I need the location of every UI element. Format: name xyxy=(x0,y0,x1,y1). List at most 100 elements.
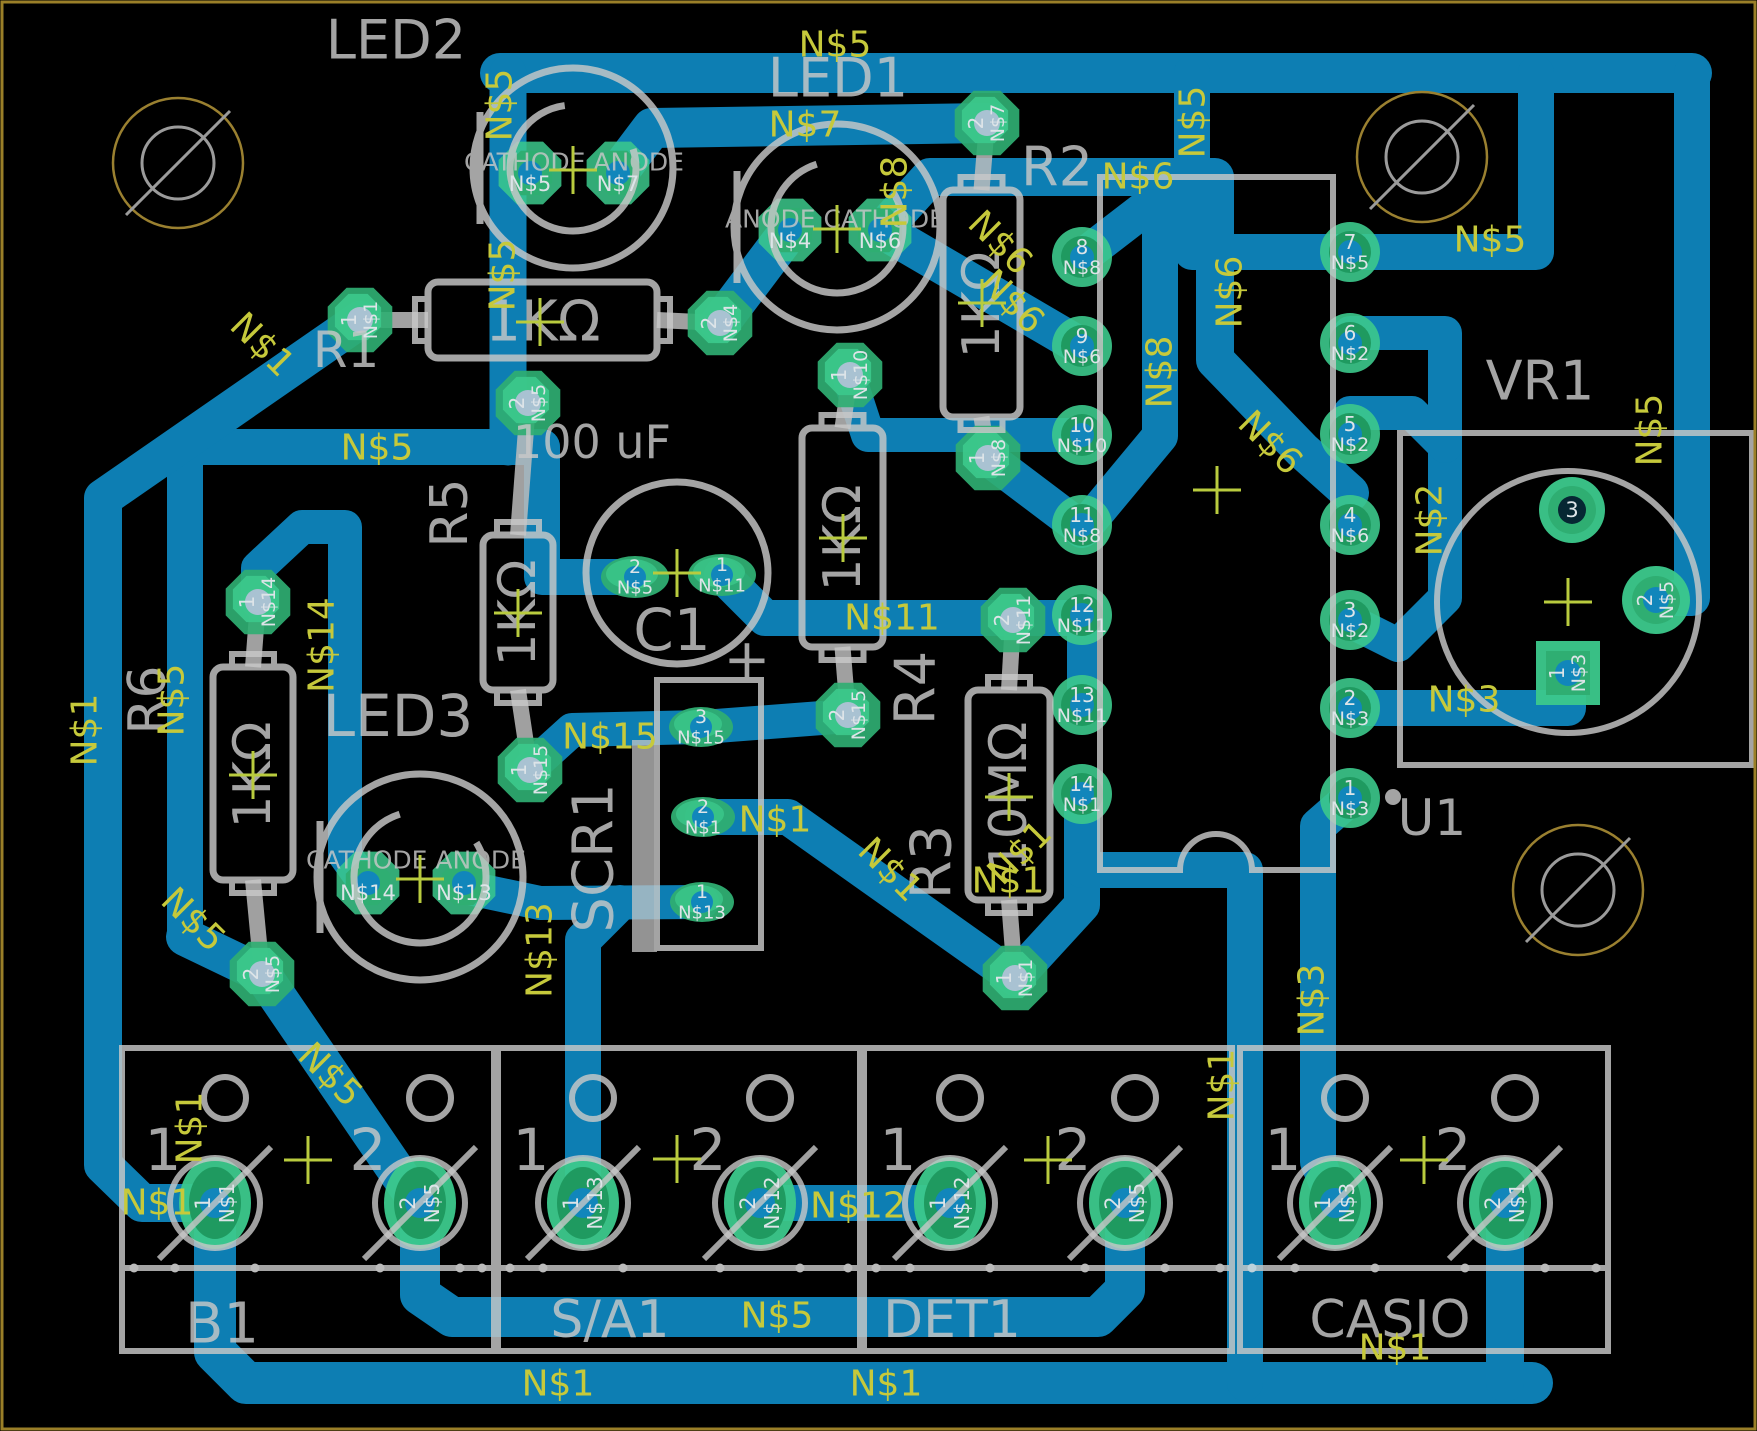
net-label[interactable]: N$5 xyxy=(480,69,521,142)
net-label[interactable]: N$8 xyxy=(875,156,916,229)
net-label[interactable]: N$3 xyxy=(1428,680,1501,721)
pad-connector[interactable] xyxy=(156,1144,274,1262)
pad-net: N$13 xyxy=(583,1176,607,1229)
net-label[interactable]: N$5 xyxy=(1454,220,1527,261)
trace-N$5[interactable] xyxy=(1332,55,1554,270)
net-label[interactable]: N$3 xyxy=(1292,964,1333,1037)
net-label[interactable]: N$6 xyxy=(1210,256,1251,329)
net-label[interactable]: N$8 xyxy=(1140,336,1181,409)
pad-ic[interactable] xyxy=(1052,764,1112,824)
net-label[interactable]: N$5 xyxy=(341,428,414,469)
trace-N$1[interactable] xyxy=(194,1182,1553,1404)
pad-vr2[interactable] xyxy=(1622,566,1690,634)
component-VR1[interactable]: VR1 xyxy=(1397,350,1755,768)
net-label[interactable]: N$5 xyxy=(799,25,872,66)
net-label[interactable]: N$1 xyxy=(1359,1328,1432,1369)
pad-number: 3 xyxy=(1565,498,1578,522)
net-label[interactable]: N$12 xyxy=(810,1186,906,1227)
net-label[interactable]: N$5 xyxy=(152,664,193,737)
net-label[interactable]: N$5 xyxy=(1173,86,1214,159)
net-label[interactable]: N$1 xyxy=(65,694,106,767)
trace-N$10[interactable] xyxy=(833,363,1099,452)
pad-octagon[interactable] xyxy=(495,370,561,436)
divider-dot xyxy=(1290,1263,1300,1273)
net-label[interactable]: N$15 xyxy=(562,717,658,758)
divider-dot xyxy=(795,1263,805,1273)
pad-octagon[interactable] xyxy=(954,90,1020,156)
pad-number: 2 xyxy=(505,397,529,410)
net-label[interactable]: N$2 xyxy=(1410,484,1451,557)
pin-circle-mark xyxy=(569,1074,617,1122)
trace-N$2[interactable] xyxy=(1333,316,1462,463)
trace-N$5[interactable] xyxy=(1174,55,1368,270)
pad-connector[interactable] xyxy=(701,1144,819,1262)
pad-vr1[interactable] xyxy=(1536,641,1600,705)
pad-octagon[interactable] xyxy=(229,941,295,1007)
net-label[interactable]: N$14 xyxy=(302,597,343,693)
net-label[interactable]: N$5 xyxy=(741,1296,814,1337)
pad-octagon[interactable] xyxy=(817,342,883,408)
net-label[interactable]: N$7 xyxy=(769,105,842,146)
pad-octagon[interactable] xyxy=(225,569,291,635)
pad-connector[interactable] xyxy=(1446,1144,1564,1262)
net-label[interactable]: N$5 xyxy=(483,239,524,312)
net-label[interactable]: N$13 xyxy=(520,902,561,998)
pad-number: 2 xyxy=(736,1196,760,1209)
trace-N$6[interactable] xyxy=(863,158,1369,512)
trace-N$8[interactable] xyxy=(1064,179,1178,548)
net-label[interactable]: N$1 xyxy=(522,1364,595,1405)
trace-N$5[interactable] xyxy=(400,1183,1145,1337)
divider-dot xyxy=(1215,1263,1225,1273)
pad-oval[interactable] xyxy=(601,556,669,598)
pad-octagon[interactable] xyxy=(982,945,1048,1011)
net-label[interactable]: N$1 xyxy=(170,1092,211,1165)
net-label[interactable]: N$1 xyxy=(121,1183,194,1224)
pad-number: 2 xyxy=(697,317,721,330)
component-R4[interactable]: 1KΩR4 xyxy=(798,412,949,725)
net-label[interactable]: N$1 xyxy=(1202,1049,1243,1122)
pad-octagon[interactable] xyxy=(687,290,753,356)
pad-connector[interactable] xyxy=(1276,1144,1394,1262)
trace-N$2[interactable] xyxy=(1333,396,1462,662)
pad-oval[interactable] xyxy=(670,882,734,922)
pad-octagon[interactable] xyxy=(497,737,563,803)
pad-vr3[interactable] xyxy=(1539,477,1605,543)
pad-connector[interactable] xyxy=(524,1144,642,1262)
net-label[interactable]: N$6 xyxy=(1102,157,1175,198)
pad-octagon[interactable] xyxy=(327,287,393,353)
net-label[interactable]: N$1 xyxy=(739,800,812,841)
pad-connector[interactable] xyxy=(1066,1144,1184,1262)
net-label[interactable]: N$11 xyxy=(844,598,940,639)
pad-connector[interactable] xyxy=(891,1144,1009,1262)
pad-octagon[interactable] xyxy=(980,587,1046,653)
pad-led[interactable] xyxy=(848,198,912,262)
trace-N$1[interactable] xyxy=(997,776,1100,996)
pad-net: N$1 xyxy=(360,301,382,339)
pad-oval[interactable] xyxy=(669,707,733,747)
pad-oval[interactable] xyxy=(671,797,735,837)
net-label[interactable]: N$5 xyxy=(1630,394,1671,467)
component-SCR1[interactable]: SCR1 xyxy=(562,677,764,952)
net-label[interactable]: N$1 xyxy=(972,861,1045,902)
net-label[interactable]: N$1 xyxy=(850,1364,923,1405)
trace-N$5[interactable] xyxy=(1642,55,1710,616)
pad-connector[interactable] xyxy=(361,1144,479,1262)
pad-net: N$4 xyxy=(769,229,811,253)
trace-N$1[interactable] xyxy=(84,301,379,1222)
pad-octagon[interactable] xyxy=(955,425,1021,491)
component-U1[interactable]: U1 xyxy=(1097,174,1466,873)
pad-oval[interactable] xyxy=(688,554,756,596)
pad-number: 6 xyxy=(1344,321,1357,345)
pad-number: 1 xyxy=(965,452,989,465)
pad-octagon[interactable] xyxy=(815,682,881,748)
